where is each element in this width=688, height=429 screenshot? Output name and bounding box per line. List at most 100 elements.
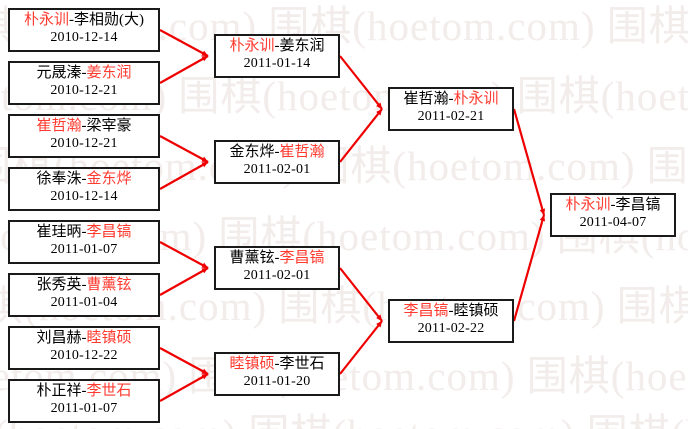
match-box[interactable]: 金东烨-崔哲瀚 2011-02-01 (214, 140, 340, 184)
connector-line (159, 267, 209, 296)
match-date: 2011-02-21 (417, 108, 485, 124)
player-left: 睦镇硕 (229, 356, 275, 372)
player-separator: - (81, 65, 87, 81)
player-separator: - (610, 197, 616, 213)
player-left: 李昌镐 (403, 303, 449, 319)
player-separator: - (274, 38, 280, 54)
match-box[interactable]: 曹薰铉-李昌镐 2011-02-01 (214, 246, 340, 290)
player-left: 崔哲瀚 (36, 118, 82, 134)
player-left: 朴永训 (229, 38, 275, 54)
match-box[interactable]: 朴永训-李相勋(大) 2010-12-14 (8, 8, 160, 52)
match-box[interactable]: 徐奉洙-金东烨 2010-12-14 (8, 167, 160, 211)
connector-line (339, 267, 383, 322)
match-players: 朴正祥-李世石 (10, 383, 158, 401)
match-date: 2010-12-14 (50, 188, 118, 204)
player-separator: - (274, 250, 280, 266)
player-left: 张秀英 (36, 277, 82, 293)
player-left: 刘昌赫 (36, 330, 82, 346)
player-left: 徐奉洙 (36, 171, 82, 187)
match-box[interactable]: 元晟溱-姜东润 2010-12-21 (8, 61, 160, 105)
player-separator: - (274, 356, 280, 372)
player-left: 曹薰铉 (229, 250, 275, 266)
player-separator: - (81, 171, 87, 187)
connector-line (159, 161, 209, 190)
connector-line (159, 55, 209, 84)
connector-line (512, 108, 546, 216)
connector-line (159, 373, 209, 402)
player-right: 梁宰豪 (86, 118, 132, 134)
player-left: 朴正祥 (36, 383, 82, 399)
match-players: 张秀英-曹薰铉 (10, 277, 158, 295)
connector-line (159, 29, 209, 57)
match-box[interactable]: 崔哲瀚-朴永训 2011-02-21 (388, 87, 514, 131)
player-right: 李昌镐 (279, 250, 325, 266)
match-box[interactable]: 刘昌赫-睦镇硕 2010-12-22 (8, 326, 160, 370)
player-right: 崔哲瀚 (279, 144, 325, 160)
player-left: 崔哲瀚 (403, 91, 449, 107)
match-box[interactable]: 崔珪昞-李昌镐 2011-01-07 (8, 220, 160, 264)
match-date: 2011-01-20 (243, 373, 311, 389)
match-players: 朴永训-李相勋(大) (10, 12, 158, 30)
match-players: 崔哲瀚-朴永训 (390, 91, 512, 109)
player-right: 李昌镐 (86, 224, 132, 240)
connector-line (339, 320, 383, 375)
match-date: 2010-12-14 (50, 29, 118, 45)
match-date: 2011-02-01 (243, 267, 311, 283)
match-players: 李昌镐-睦镇硕 (390, 303, 512, 321)
player-right: 李昌镐 (615, 197, 661, 213)
match-players: 朴永训-李昌镐 (552, 197, 674, 215)
connector-line (159, 241, 209, 269)
player-left: 崔珪昞 (36, 224, 82, 240)
player-separator: - (448, 91, 454, 107)
connector-line (159, 135, 209, 163)
player-right: 睦镇硕 (453, 303, 499, 319)
match-players: 朴永训-姜东润 (216, 38, 338, 56)
player-left: 朴永训 (23, 12, 69, 28)
match-players: 金东烨-崔哲瀚 (216, 144, 338, 162)
player-left: 元晟溱 (36, 65, 82, 81)
player-right: 睦镇硕 (86, 330, 132, 346)
player-separator: - (81, 224, 87, 240)
player-right: 朴永训 (453, 91, 499, 107)
match-box[interactable]: 张秀英-曹薰铉 2011-01-04 (8, 273, 160, 317)
player-right: 金东烨 (86, 171, 132, 187)
match-date: 2011-01-07 (50, 241, 118, 257)
match-box-final[interactable]: 朴永训-李昌镐 2011-04-07 (550, 193, 676, 237)
match-date: 2011-02-22 (417, 320, 485, 336)
match-date: 2011-01-14 (243, 55, 311, 71)
match-date: 2010-12-22 (50, 347, 118, 363)
player-right: 李世石 (279, 356, 325, 372)
player-right: 李相勋(大) (74, 12, 144, 28)
match-box[interactable]: 李昌镐-睦镇硕 2011-02-22 (388, 299, 514, 343)
match-players: 睦镇硕-李世石 (216, 356, 338, 374)
player-separator: - (274, 144, 280, 160)
match-players: 刘昌赫-睦镇硕 (10, 330, 158, 348)
player-separator: - (69, 12, 74, 28)
match-date: 2011-04-07 (579, 214, 647, 230)
match-players: 崔哲瀚-梁宰豪 (10, 118, 158, 136)
player-right: 李世石 (86, 383, 132, 399)
match-date: 2010-12-21 (50, 82, 118, 98)
connector-line (159, 347, 209, 375)
match-players: 崔珪昞-李昌镐 (10, 224, 158, 242)
player-separator: - (81, 330, 87, 346)
player-right: 姜东润 (279, 38, 325, 54)
match-box[interactable]: 朴正祥-李世石 2011-01-07 (8, 379, 160, 423)
match-date: 2011-01-07 (50, 400, 118, 416)
connector-line (512, 214, 546, 322)
player-separator: - (81, 118, 87, 134)
player-separator: - (81, 383, 87, 399)
match-players: 曹薰铉-李昌镐 (216, 250, 338, 268)
player-left: 金东烨 (229, 144, 275, 160)
match-date: 2010-12-21 (50, 135, 118, 151)
player-right: 曹薰铉 (86, 277, 132, 293)
match-box[interactable]: 崔哲瀚-梁宰豪 2010-12-21 (8, 114, 160, 158)
match-date: 2011-01-04 (50, 294, 118, 310)
match-box[interactable]: 朴永训-姜东润 2011-01-14 (214, 34, 340, 78)
player-separator: - (448, 303, 454, 319)
player-separator: - (81, 277, 87, 293)
match-date: 2011-02-01 (243, 161, 311, 177)
match-box[interactable]: 睦镇硕-李世石 2011-01-20 (214, 352, 340, 396)
connector-line (339, 108, 383, 163)
